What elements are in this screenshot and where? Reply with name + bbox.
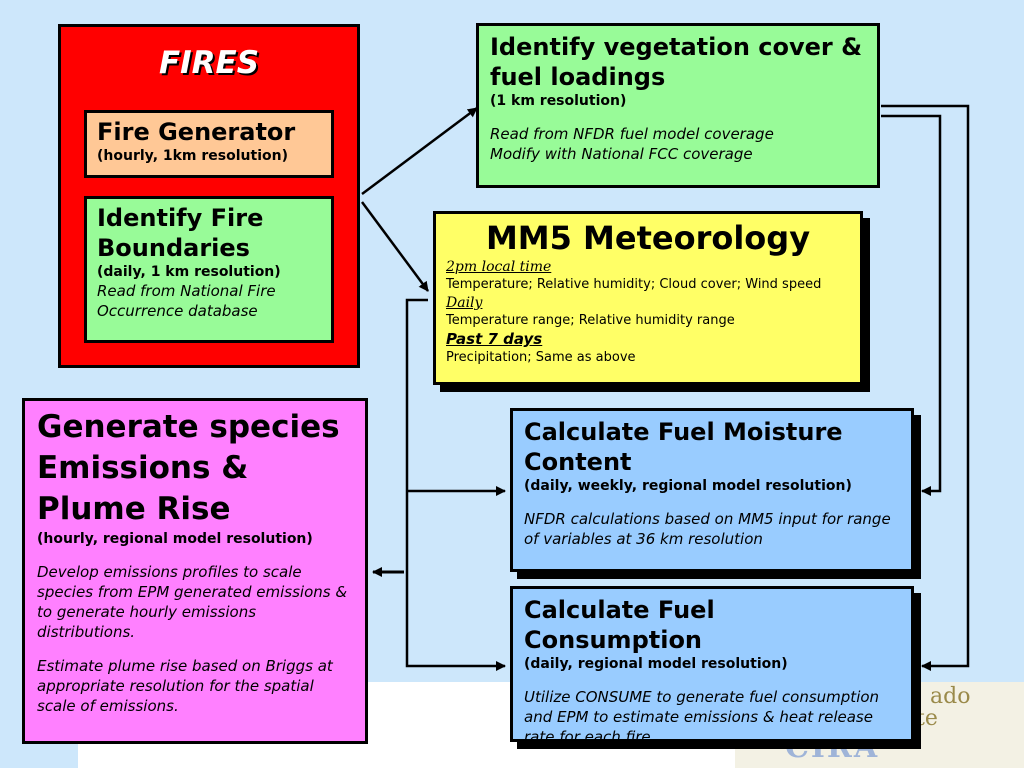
fire-generator-box: Fire Generator (hourly, 1km resolution) [84,110,334,178]
fire-generator-title: Fire Generator [97,118,296,146]
vegetation-box: Identify vegetation cover & fuel loading… [476,23,880,188]
mm5-heading-2: Daily [446,295,483,311]
moisture-sub: (daily, weekly, regional model resolutio… [524,478,852,494]
fire-boundaries-box: Identify Fire Boundaries (daily, 1 km re… [84,196,334,343]
vegetation-line1: Read from NFDR fuel model coverage [490,125,774,143]
moisture-title: Calculate Fuel Moisture Content [524,418,843,476]
mm5-heading-3: Past 7 days [446,330,543,348]
vegetation-title: Identify vegetation cover & fuel loading… [490,33,863,91]
fire-boundaries-sub: (daily, 1 km resolution) [97,264,281,280]
arrow-fires-to-vegetation [361,106,478,196]
mm5-text-2: Temperature range; Relative humidity ran… [446,313,735,328]
consumption-sub: (daily, regional model resolution) [524,656,788,672]
emissions-title: Generate species Emissions & Plume Rise [37,409,340,527]
emissions-box: Generate species Emissions & Plume Rise … [22,398,368,744]
mm5-heading-1: 2pm local time [446,259,552,275]
fire-generator-sub: (hourly, 1km resolution) [97,148,288,164]
arrow-fires-to-mm5 [360,201,430,292]
emissions-p1: Develop emissions profiles to scale spec… [37,563,348,641]
fires-title: FIRES [158,45,260,81]
consumption-box: Calculate Fuel Consumption (daily, regio… [510,586,914,746]
line-vegetation-right [881,104,970,671]
moisture-box: Calculate Fuel Moisture Content (daily, … [510,408,914,572]
logo-text-1: ado [930,684,971,709]
line-mm5-left [405,298,506,671]
fire-boundaries-desc: Read from National Fire Occurrence datab… [97,282,276,320]
mm5-text-3: Precipitation; Same as above [446,350,636,365]
moisture-desc: NFDR calculations based on MM5 input for… [524,510,891,548]
mm5-text-1: Temperature; Relative humidity; Cloud co… [446,277,822,292]
mm5-title: MM5 Meteorology [485,219,811,257]
logo-text-2: te [916,706,938,731]
mm5-box: MM5 Meteorology 2pm local time Temperatu… [433,211,863,385]
consumption-desc: Utilize CONSUME to generate fuel consump… [524,688,880,746]
line-vegetation-inner [881,114,942,496]
consumption-title: Calculate Fuel Consumption [524,596,715,654]
emissions-p2: Estimate plume rise based on Briggs at a… [37,657,333,715]
vegetation-sub: (1 km resolution) [490,93,627,109]
vegetation-line2: Modify with National FCC coverage [490,145,753,163]
fire-boundaries-title: Identify Fire Boundaries [97,204,264,262]
emissions-sub: (hourly, regional model resolution) [37,531,313,547]
